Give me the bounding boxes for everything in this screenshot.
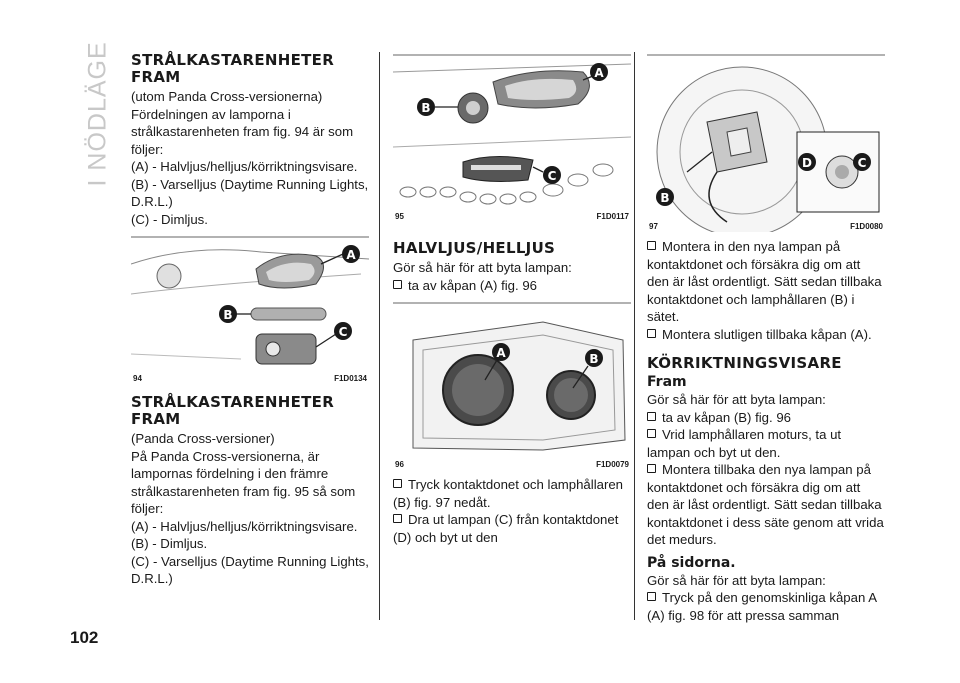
column-divider bbox=[634, 52, 635, 620]
paragraph: (B) - Varselljus (Daytime Running Lights… bbox=[131, 176, 369, 210]
svg-text:B: B bbox=[589, 352, 598, 366]
svg-text:D: D bbox=[802, 156, 812, 170]
step-item: ta av kåpan (B) fig. 96 bbox=[647, 409, 885, 427]
svg-text:B: B bbox=[223, 308, 232, 322]
svg-text:B: B bbox=[421, 101, 430, 115]
figure-code: F1D0080 bbox=[850, 222, 883, 231]
label-a-badge bbox=[590, 63, 608, 81]
svg-text:C: C bbox=[339, 325, 348, 339]
subheading-sides: På sidorna. bbox=[647, 554, 736, 571]
heading-headlamps: STRÅLKASTARENHETER FRAM bbox=[131, 51, 335, 86]
column-3: B D C 97 F1D0080 Montera in den nya lamp… bbox=[647, 52, 885, 624]
svg-text:A: A bbox=[496, 346, 506, 360]
svg-text:A: A bbox=[346, 248, 356, 262]
step-item: ta av kåpan (A) fig. 96 bbox=[393, 277, 631, 295]
paragraph: (Panda Cross-versioner) bbox=[131, 431, 275, 446]
paragraph: Gör så här för att byta lampan: bbox=[647, 392, 826, 407]
label-a-badge bbox=[492, 343, 510, 361]
headlamp-back-illustration: A B bbox=[393, 300, 631, 470]
label-c-badge bbox=[334, 322, 352, 340]
figure-96: A B 96 F1D0079 bbox=[393, 300, 631, 470]
step-item: Vrid lamphållaren moturs, ta ut lampan o… bbox=[647, 426, 885, 461]
subheading-front: Fram bbox=[647, 374, 687, 390]
paragraph: (C) - Dimljus. bbox=[131, 211, 208, 227]
label-b-badge bbox=[417, 98, 435, 116]
paragraph: (B) - Dimljus. bbox=[131, 536, 208, 551]
figure-number: 94 bbox=[133, 374, 142, 383]
label-c-badge bbox=[543, 166, 561, 184]
figure-94: A B C 94 F1D0134 bbox=[131, 234, 369, 384]
page-number: 102 bbox=[70, 628, 99, 647]
svg-text:C: C bbox=[548, 169, 557, 183]
figure-number: 96 bbox=[395, 460, 404, 469]
step-item: Montera tillbaka den nya lampan på konta… bbox=[647, 462, 884, 547]
heading-low-high-beam: HALVLJUS/HELLJUS bbox=[393, 239, 556, 257]
paragraph: Fördelningen av lamporna i strålkastaren… bbox=[131, 106, 354, 157]
label-b-badge bbox=[219, 305, 237, 323]
step-item: Tryck kontaktdonet och lamphållaren (B) … bbox=[393, 476, 631, 511]
paragraph: (A) - Halvljus/helljus/körriktningsvisar… bbox=[131, 518, 358, 534]
figure-number: 95 bbox=[395, 212, 404, 221]
column-1: STRÅLKASTARENHETER FRAM (utom Panda Cros… bbox=[131, 52, 369, 588]
step-item: Montera slutligen tillbaka kåpan (A). bbox=[647, 326, 885, 344]
figure-97: B D C 97 F1D0080 bbox=[647, 52, 885, 232]
svg-text:C: C bbox=[858, 156, 867, 170]
label-b-badge bbox=[656, 188, 674, 206]
paragraph: På Panda Cross-versionerna, är lampornas… bbox=[131, 448, 356, 517]
heading-indicators: KÖRRIKTNINGSVISARE bbox=[647, 354, 842, 372]
heading-headlamps-cross: STRÅLKASTARENHETER FRAM bbox=[131, 393, 335, 428]
paragraph: (C) - Varselljus (Daytime Running Lights… bbox=[131, 553, 369, 587]
bulb-holder-illustration: B D C bbox=[647, 52, 885, 232]
column-divider bbox=[379, 52, 380, 620]
svg-text:B: B bbox=[660, 191, 669, 205]
figure-code: F1D0079 bbox=[596, 460, 629, 469]
section-sidebar: I NÖDLÄGE bbox=[78, 41, 112, 186]
headlamp-illustration: A B C bbox=[131, 234, 369, 384]
label-a-badge bbox=[342, 245, 360, 263]
paragraph: (utom Panda Cross-versionerna) bbox=[131, 89, 323, 104]
figure-95: A B C 95 F1D0117 bbox=[393, 52, 631, 222]
cross-headlamp-illustration: A B C bbox=[393, 52, 631, 222]
step-item: Dra ut lampan (C) från kontaktdonet (D) … bbox=[393, 511, 631, 546]
step-item: Montera in den nya lampan på kontaktdone… bbox=[647, 238, 885, 326]
column-2: A B C 95 F1D0117 HALVLJUS/HELLJUS Gör så… bbox=[393, 52, 631, 546]
figure-code: F1D0134 bbox=[334, 374, 367, 383]
step-item: Tryck på den genomskinliga kåpan A (A) f… bbox=[647, 589, 885, 624]
svg-text:A: A bbox=[594, 66, 604, 80]
paragraph: Gör så här för att byta lampan: bbox=[647, 572, 826, 588]
label-d-badge bbox=[798, 153, 816, 171]
label-b-badge bbox=[585, 349, 603, 367]
paragraph: (A) - Halvljus/helljus/körriktningsvisar… bbox=[131, 159, 358, 174]
figure-code: F1D0117 bbox=[596, 212, 629, 221]
section-title: I NÖDLÄGE bbox=[83, 41, 112, 187]
paragraph: Gör så här för att byta lampan: bbox=[393, 260, 572, 275]
label-c-badge bbox=[853, 153, 871, 171]
figure-number: 97 bbox=[649, 222, 658, 231]
